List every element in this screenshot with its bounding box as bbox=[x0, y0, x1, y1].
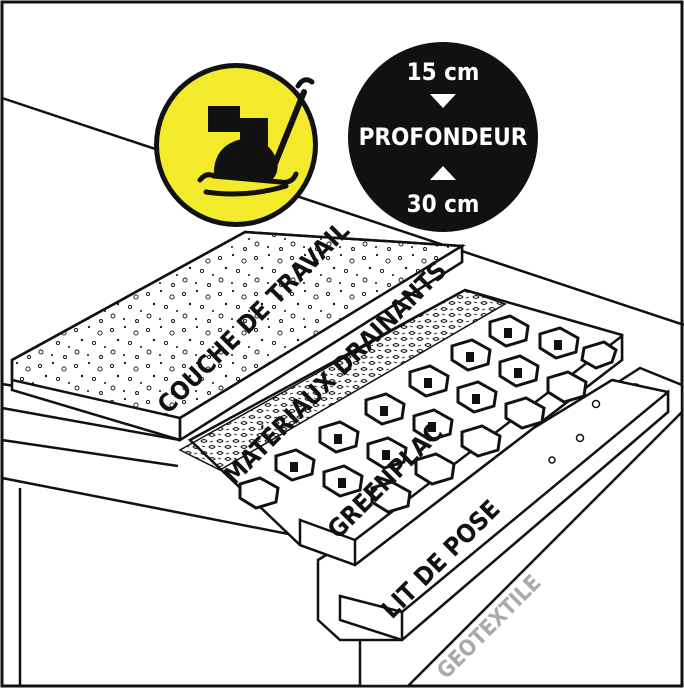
tool-badge bbox=[154, 63, 318, 227]
depth-label: PROFONDEUR bbox=[359, 123, 528, 151]
depth-max: 30 cm bbox=[407, 190, 480, 218]
depth-badge: 15 cm PROFONDEUR 30 cm bbox=[348, 42, 538, 232]
depth-min: 15 cm bbox=[407, 58, 480, 86]
